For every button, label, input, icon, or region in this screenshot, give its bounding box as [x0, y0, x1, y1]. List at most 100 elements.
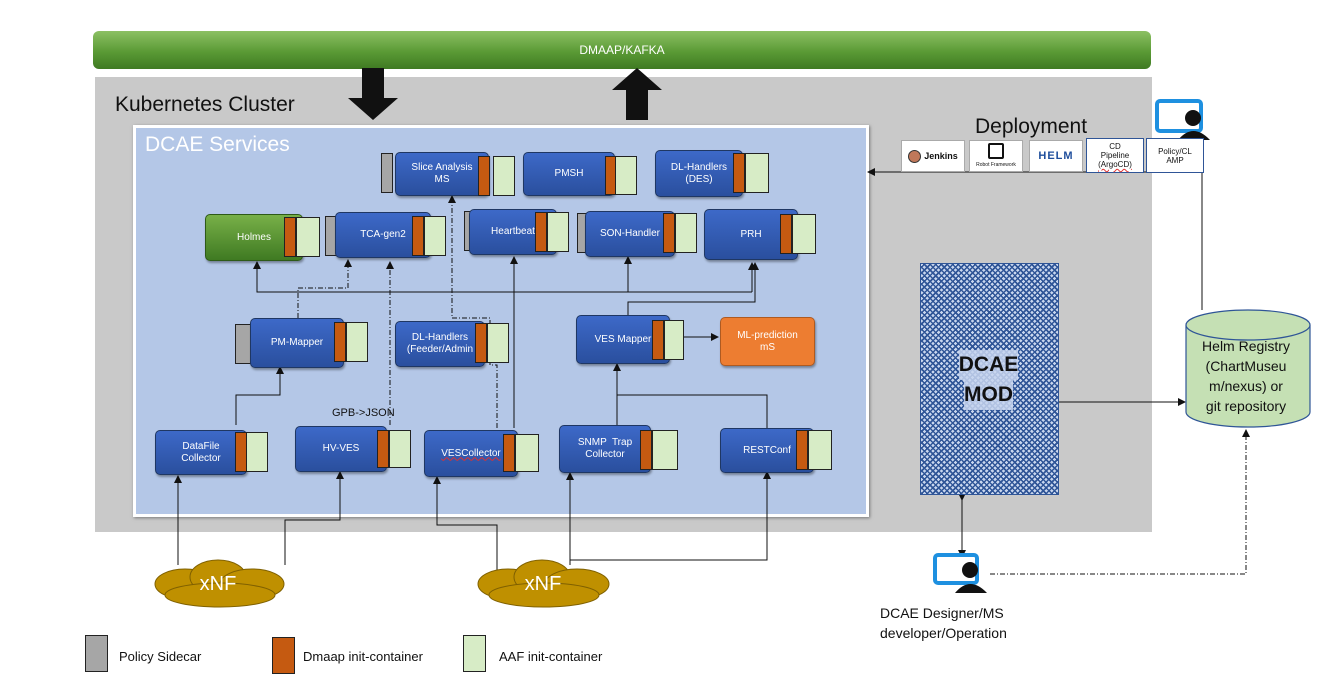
legend-policy-swatch	[85, 635, 108, 672]
dmaap-container-vesmapper	[652, 320, 664, 360]
dmaap-container-tca	[412, 216, 424, 256]
cd-line3: (ArgoCD)	[1098, 160, 1132, 169]
xnf-label-right: xNF	[524, 573, 562, 595]
aaf-container-heartbeat	[547, 212, 569, 252]
slice-analysis-line2: MS	[434, 174, 450, 185]
cd-line1: CD	[1109, 142, 1121, 151]
cd-pipeline-box: CD Pipeline (ArgoCD)	[1086, 138, 1144, 173]
snmp-line2: Collector	[585, 449, 625, 460]
aaf-container-pmmapper	[346, 322, 368, 362]
dmaap-container-holmes	[284, 217, 296, 257]
ml-prediction-line1: ML-prediction	[737, 329, 798, 341]
jenkins-label: Jenkins	[924, 150, 958, 161]
designer-line2: developer/Operation	[880, 625, 1007, 641]
conn-datafile-pmmapper	[235, 366, 284, 425]
aaf-container-slice	[493, 156, 515, 196]
policy-line1: Policy/CL	[1158, 146, 1192, 156]
pmsh-box: PMSH	[523, 152, 615, 196]
conn-xnf-vescollector	[433, 476, 498, 570]
dl-feeder-line1: DL-Handlers	[411, 332, 469, 343]
dcae-mod-box	[920, 263, 1059, 495]
legend-aaf-label: AAF init-container	[499, 649, 603, 664]
legend-dmaap-swatch	[272, 637, 295, 674]
aaf-container-snmp	[652, 430, 678, 470]
dl-des-line2: (DES)	[685, 173, 713, 185]
helm-label: HELM	[1038, 149, 1074, 162]
up-block-arrow	[612, 68, 662, 120]
conn-restconf-vesmapper	[617, 394, 768, 428]
ml-prediction-line2: mS	[760, 341, 775, 353]
dmaap-container-hvves	[377, 430, 389, 468]
dmaap-container-dldes	[733, 153, 745, 193]
aaf-container-restconf	[808, 430, 832, 470]
ml-prediction-box: ML-prediction mS	[720, 317, 815, 366]
dmaap-kafka-bus: DMAAP/KAFKA	[93, 31, 1151, 69]
dmaap-container-dlfeeder	[475, 323, 487, 363]
helm-logo: HELM	[1029, 140, 1083, 172]
helm-registry-label: Helm Registry (ChartMuseu m/nexus) or gi…	[1190, 336, 1302, 416]
ves-collector-label: VESCollector	[441, 447, 501, 459]
helm-registry-cylinder	[1185, 309, 1311, 428]
policy-sidecar-slice	[381, 153, 393, 193]
registry-line4: git repository	[1205, 398, 1287, 414]
dmaap-container-heartbeat	[535, 212, 547, 252]
conn-xnf-hvves	[284, 471, 344, 565]
dmaap-container-vescollector	[503, 434, 515, 472]
pm-mapper-box: PM-Mapper	[250, 318, 344, 368]
policy-line2: AMP	[1166, 155, 1184, 165]
dl-feeder-line2: (Feeder/Admin	[406, 344, 474, 355]
aaf-container-prh	[792, 214, 816, 254]
aaf-container-pmsh	[615, 156, 637, 195]
aaf-container-vesmapper	[664, 320, 684, 360]
policy-cl-amp-box: Policy/CL AMP	[1146, 138, 1204, 173]
dl-handlers-feeder-box: DL-Handlers (Feeder/Admin	[395, 321, 485, 367]
aaf-container-tca	[424, 216, 446, 256]
deployment-label: Deployment	[975, 115, 1088, 138]
aaf-container-vescollector	[515, 434, 539, 472]
datafile-collector-box: DataFile Collector	[155, 430, 247, 475]
aaf-container-hvves	[389, 430, 411, 468]
son-handler-box: SON-Handler	[585, 211, 675, 257]
conn-designer-registry	[990, 429, 1250, 575]
slice-analysis-ms-box: Slice Analysis MS	[395, 152, 489, 196]
dl-des-line1: DL-Handlers	[670, 161, 728, 173]
dmaap-container-slice	[478, 156, 490, 196]
aaf-container-dldes	[745, 153, 769, 193]
gpb-json-note: GPB->JSON	[332, 407, 395, 419]
user-icon-deployment	[1155, 99, 1210, 140]
aaf-container-dlfeeder	[487, 323, 509, 363]
aaf-container-son	[675, 213, 697, 253]
jenkins-icon	[908, 149, 922, 163]
ves-collector-box: VESCollector	[424, 430, 518, 477]
registry-line1: Helm Registry	[1202, 338, 1290, 354]
robot-icon	[988, 142, 1004, 159]
xnf-cloud-left	[154, 559, 285, 608]
datafile-line2: Collector	[181, 452, 221, 464]
registry-line2: (ChartMuseu	[1205, 358, 1287, 374]
dmaap-container-prh	[780, 214, 792, 254]
down-block-arrow	[348, 68, 398, 120]
registry-line3: m/nexus) or	[1209, 378, 1283, 394]
user-icon-designer	[933, 553, 987, 593]
robot-framework-logo: Robot Framework	[969, 140, 1023, 172]
dmaap-container-restconf	[796, 430, 808, 470]
conn-xnf-restconf	[570, 471, 771, 561]
legend-policy-label: Policy Sidecar	[119, 649, 202, 664]
legend-aaf-swatch	[463, 635, 486, 672]
dcae-services-label: DCAE Services	[145, 133, 290, 156]
aaf-container-datafile	[246, 432, 268, 472]
conn-vesmapper-prh	[627, 262, 759, 316]
dcae-mod-label: DCAE MOD	[920, 350, 1057, 410]
dcae-mod-line2: MOD	[964, 380, 1013, 410]
jenkins-logo: Jenkins	[901, 140, 965, 172]
cd-line2: Pipeline	[1100, 151, 1130, 160]
designer-line1: DCAE Designer/MS	[880, 605, 1004, 621]
xnf-cloud-right	[477, 559, 610, 608]
slice-analysis-line1: Slice Analysis	[411, 162, 473, 173]
hv-ves-box: HV-VES	[295, 426, 387, 472]
conn-bus-holmes	[253, 261, 752, 293]
conn-vescollector-slice	[448, 195, 498, 428]
dmaap-container-pmmapper	[334, 322, 346, 362]
legend-dmaap-label: Dmaap init-container	[303, 649, 423, 664]
